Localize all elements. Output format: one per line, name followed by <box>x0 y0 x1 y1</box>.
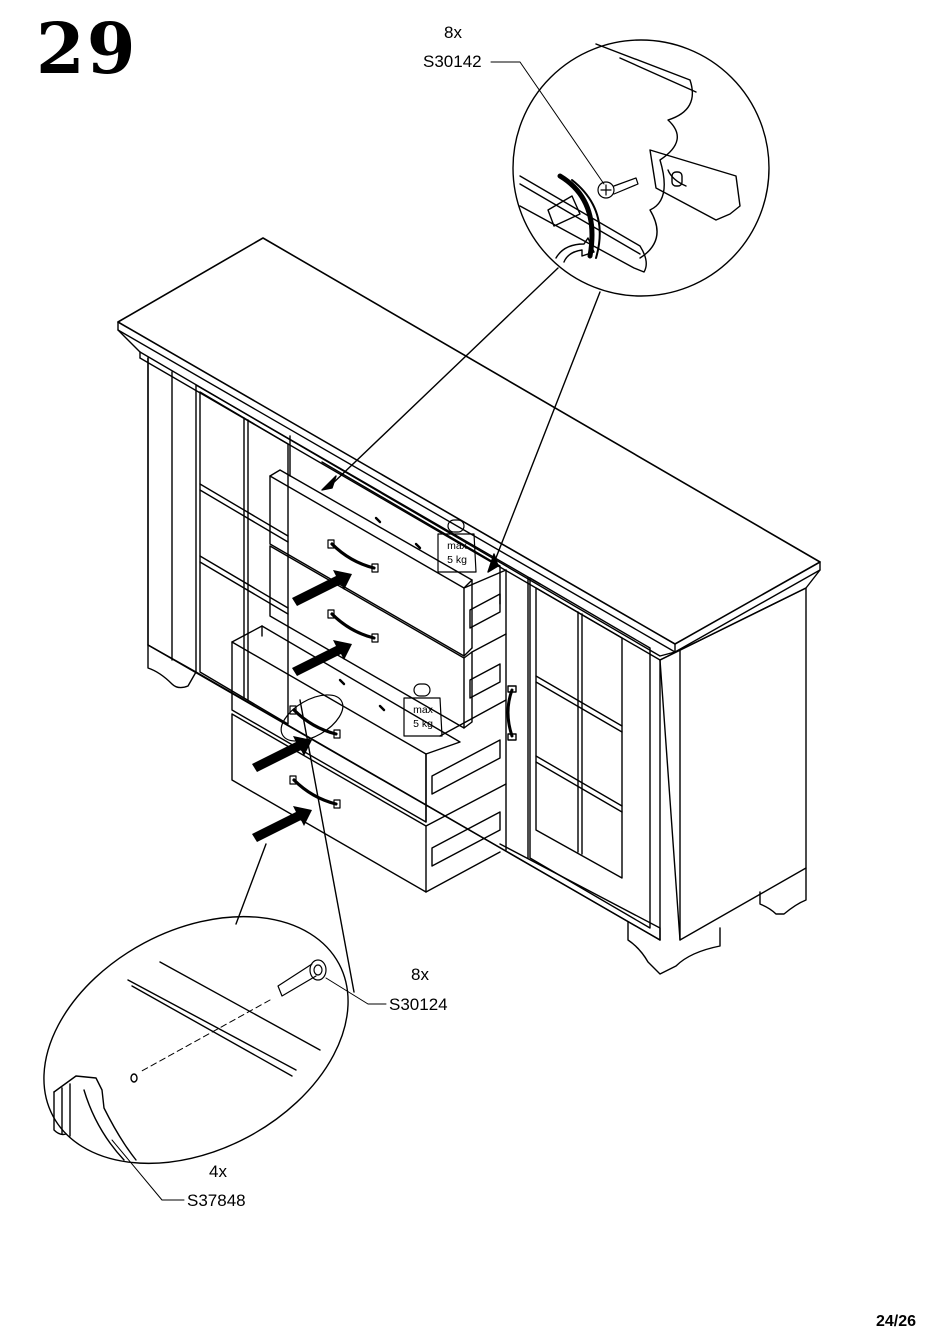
screw-icon <box>598 178 638 198</box>
weight-badge-line2: 5 kg <box>413 718 433 730</box>
top-detail-callout <box>322 40 769 572</box>
push-arrows <box>252 570 352 842</box>
drawer-lower-2 <box>232 714 506 892</box>
arrow-icon <box>252 736 312 772</box>
bolt-icon <box>278 960 326 996</box>
weight-badge-line2: 5 kg <box>447 554 467 566</box>
screw-marks <box>340 518 420 710</box>
sideboard <box>118 238 820 974</box>
drawer-upper-1 <box>270 462 506 656</box>
weight-badge-line1: max <box>447 540 468 552</box>
weight-badge-line1: max <box>413 704 434 716</box>
bottom-detail-callout <box>1 700 390 1213</box>
arrow-icon <box>252 806 312 842</box>
